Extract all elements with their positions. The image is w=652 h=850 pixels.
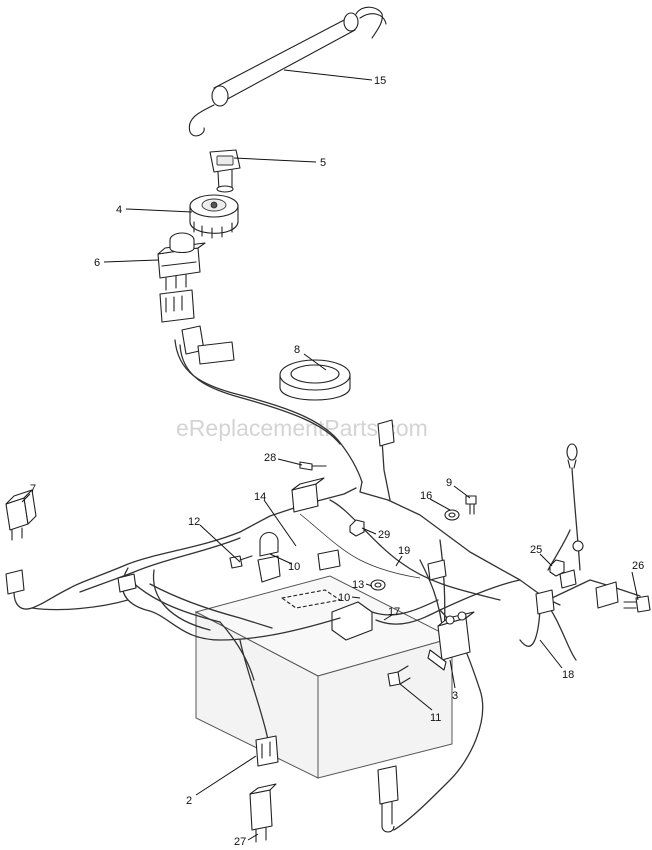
callout-19: 19 bbox=[398, 545, 410, 557]
part-7-relay bbox=[5, 489, 37, 541]
callout-25: 25 bbox=[530, 544, 542, 556]
callout-13: 13 bbox=[352, 579, 364, 591]
part-6-pto-switch bbox=[157, 232, 206, 291]
callout-12: 12 bbox=[188, 516, 200, 528]
callout-2: 2 bbox=[186, 795, 192, 807]
callout-7: 7 bbox=[30, 483, 36, 495]
callouts: 15 5 4 6 8 28 7 9 16 14 12 29 19 10 25 2… bbox=[30, 75, 644, 848]
callout-5: 5 bbox=[320, 157, 326, 169]
part-15-strap bbox=[188, 6, 387, 137]
hardware bbox=[229, 461, 651, 687]
callout-17: 17 bbox=[388, 606, 400, 618]
part-27-connector bbox=[249, 783, 277, 843]
callout-28: 28 bbox=[264, 452, 276, 464]
callout-8: 8 bbox=[294, 344, 300, 356]
callout-14: 14 bbox=[254, 491, 266, 503]
callout-9: 9 bbox=[446, 477, 452, 489]
callout-29: 29 bbox=[378, 529, 390, 541]
callout-11: 11 bbox=[430, 712, 441, 724]
callout-27: 27 bbox=[234, 836, 246, 848]
leader-lines bbox=[21, 69, 639, 841]
callout-26: 26 bbox=[632, 560, 644, 572]
callout-10-lower: 10 bbox=[338, 592, 350, 604]
pto-harness-connector bbox=[159, 289, 235, 365]
callout-15: 15 bbox=[374, 75, 386, 87]
callout-10-upper: 10 bbox=[288, 561, 300, 573]
part-5-key bbox=[209, 149, 241, 193]
battery bbox=[194, 575, 454, 779]
callout-3: 3 bbox=[452, 690, 458, 702]
callout-18: 18 bbox=[562, 669, 574, 681]
part-2-connector bbox=[255, 735, 279, 767]
harness-components bbox=[5, 419, 619, 833]
battery-cable-cover bbox=[331, 601, 373, 641]
part-8-cover bbox=[279, 359, 351, 401]
callout-16: 16 bbox=[420, 490, 432, 502]
part-4-ignition-switch bbox=[189, 194, 239, 239]
callout-6: 6 bbox=[94, 257, 100, 269]
callout-4: 4 bbox=[116, 204, 122, 216]
